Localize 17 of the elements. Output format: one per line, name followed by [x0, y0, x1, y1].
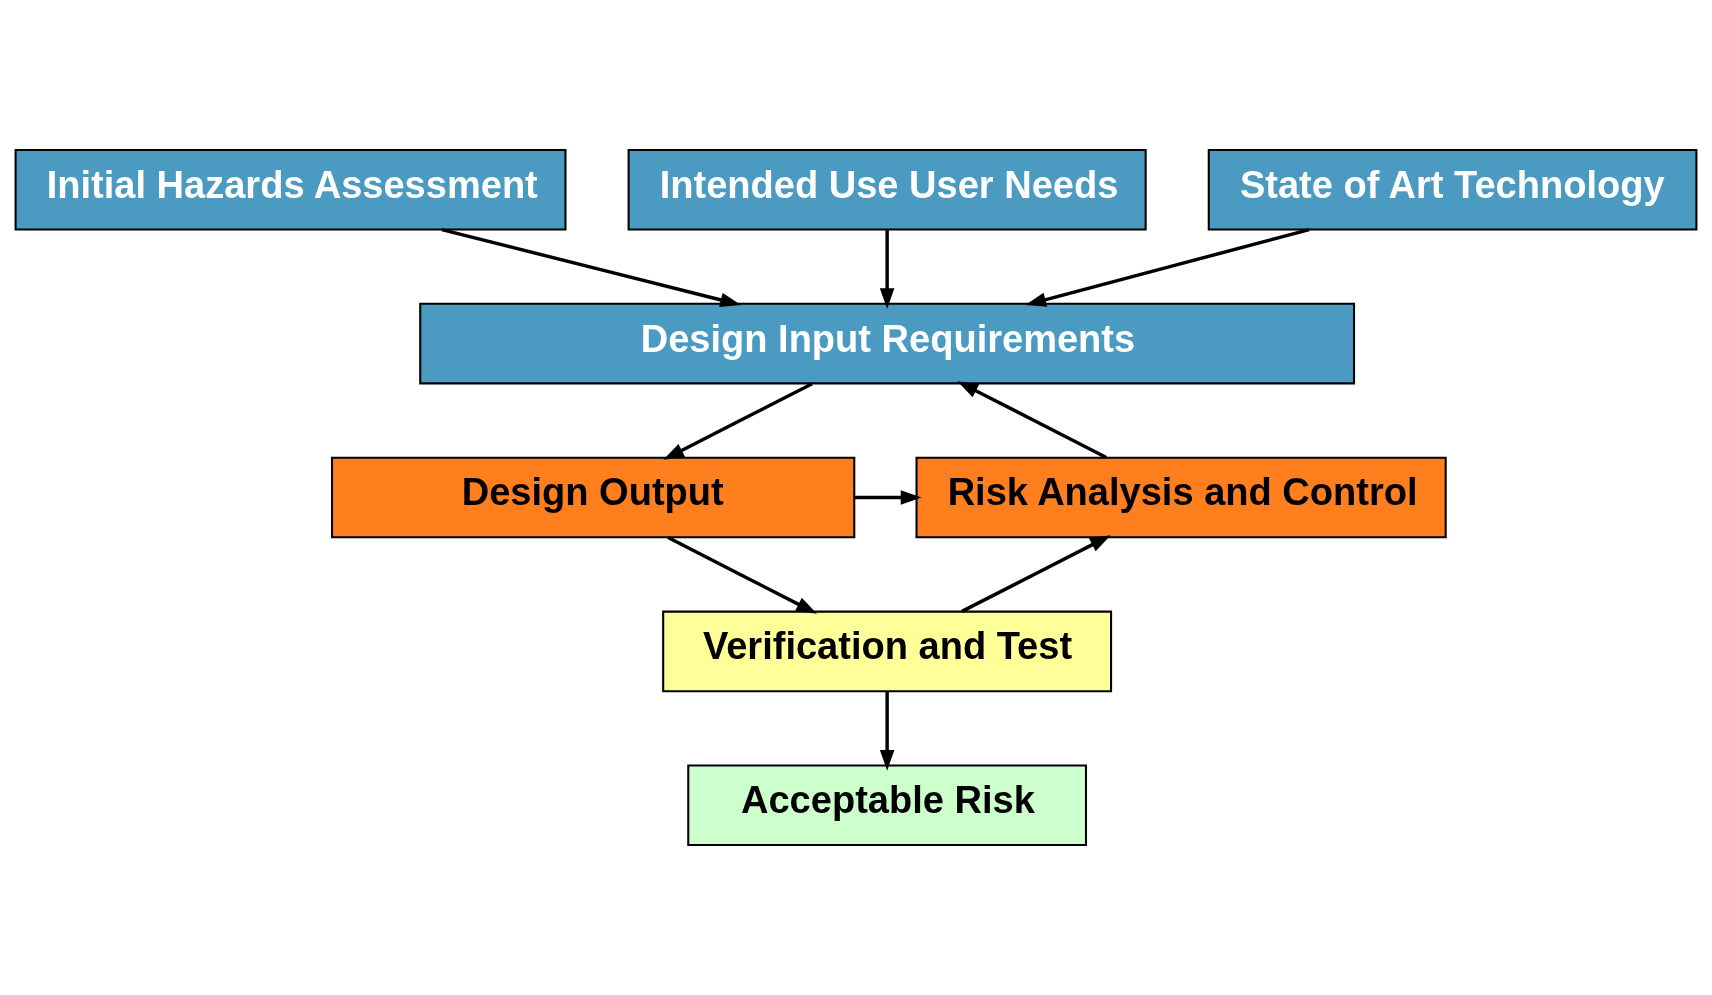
arrow — [441, 227, 742, 307]
arrow — [1025, 227, 1310, 307]
arrow — [957, 381, 1108, 460]
arrow — [663, 382, 813, 460]
node-box: Design Input Requirements — [419, 302, 1356, 385]
node-box: Initial Hazards Assessment — [14, 148, 567, 231]
arrow — [961, 535, 1111, 613]
node-box: State of Art Technology — [1207, 148, 1698, 231]
arrow — [879, 230, 895, 309]
node-box: Verification and Test — [662, 610, 1113, 693]
arrow — [667, 536, 817, 614]
node-box: Risk Analysis and Control — [915, 456, 1447, 539]
node-box: Acceptable Risk — [687, 764, 1088, 847]
node-box: Design Output — [331, 456, 856, 539]
node-box: Intended Use User Needs — [627, 148, 1147, 231]
arrow — [879, 691, 895, 771]
arrow — [854, 490, 922, 505]
